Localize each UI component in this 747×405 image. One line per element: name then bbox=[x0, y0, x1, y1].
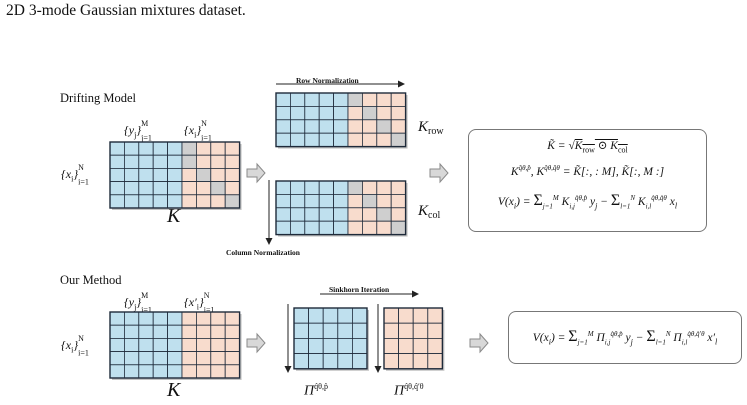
ours-formula-box: V(xi) = Σj=1M Πi,jq̂θ,p̂ yj − Σl=1N Πi,l… bbox=[508, 311, 742, 364]
arrow-to-normalization bbox=[246, 162, 266, 184]
drifting-matrix-label: K bbox=[167, 205, 181, 227]
arrow-to-drift-formula bbox=[429, 162, 449, 184]
row-normalization-label: Row Normalization bbox=[296, 76, 359, 85]
our-method-title: Our Method bbox=[60, 273, 122, 287]
formula-ours-v: V(xi) = Σj=1M Πi,jq̂θ,p̂ yj − Σl=1N Πi,l… bbox=[532, 328, 718, 347]
drifting-model-title: Drifting Model bbox=[60, 91, 137, 105]
formula-drift-v: V(xi) = Σj=1M Ki,jq̂θ,p̂ yj − Σl=1N Ki,l… bbox=[497, 192, 678, 211]
formula-k-split: Kq̂θ,p̂, Kq̂θ,q̂θ = K̃[:, : M], K̃[:, M … bbox=[510, 164, 665, 178]
k-col-label: Kcol bbox=[418, 203, 441, 221]
column-normalization-label: Column Normalization bbox=[226, 248, 300, 257]
k-row-matrix bbox=[275, 92, 408, 149]
pi2-label: Πq̂θ,q̂′θ bbox=[394, 382, 424, 399]
drifting-formula-box: K̃ = √Krow ⊙ Kcol Kq̂θ,p̂, Kq̂θ,q̂θ = K̃… bbox=[468, 129, 707, 232]
arrow-to-ours-formula bbox=[469, 332, 489, 354]
drifting-k-matrix bbox=[109, 141, 242, 210]
pi1-matrix bbox=[293, 307, 369, 371]
k-row-label: Krow bbox=[418, 119, 444, 137]
figure-caption: 2D 3-mode Gaussian mixtures dataset. bbox=[6, 2, 246, 19]
pi2-matrix bbox=[383, 307, 445, 371]
arrow-to-sinkhorn bbox=[246, 332, 266, 354]
k-col-matrix bbox=[275, 180, 408, 237]
pi1-label: Πq̂θ,p̂ bbox=[304, 382, 328, 399]
ours-matrix-label: K bbox=[167, 379, 181, 401]
ours-k-matrix bbox=[109, 311, 242, 380]
formula-k-tilde: K̃ = √Krow ⊙ Kcol bbox=[547, 140, 628, 155]
sinkhorn-iteration-label: Sinkhorn Iteration bbox=[329, 285, 390, 294]
